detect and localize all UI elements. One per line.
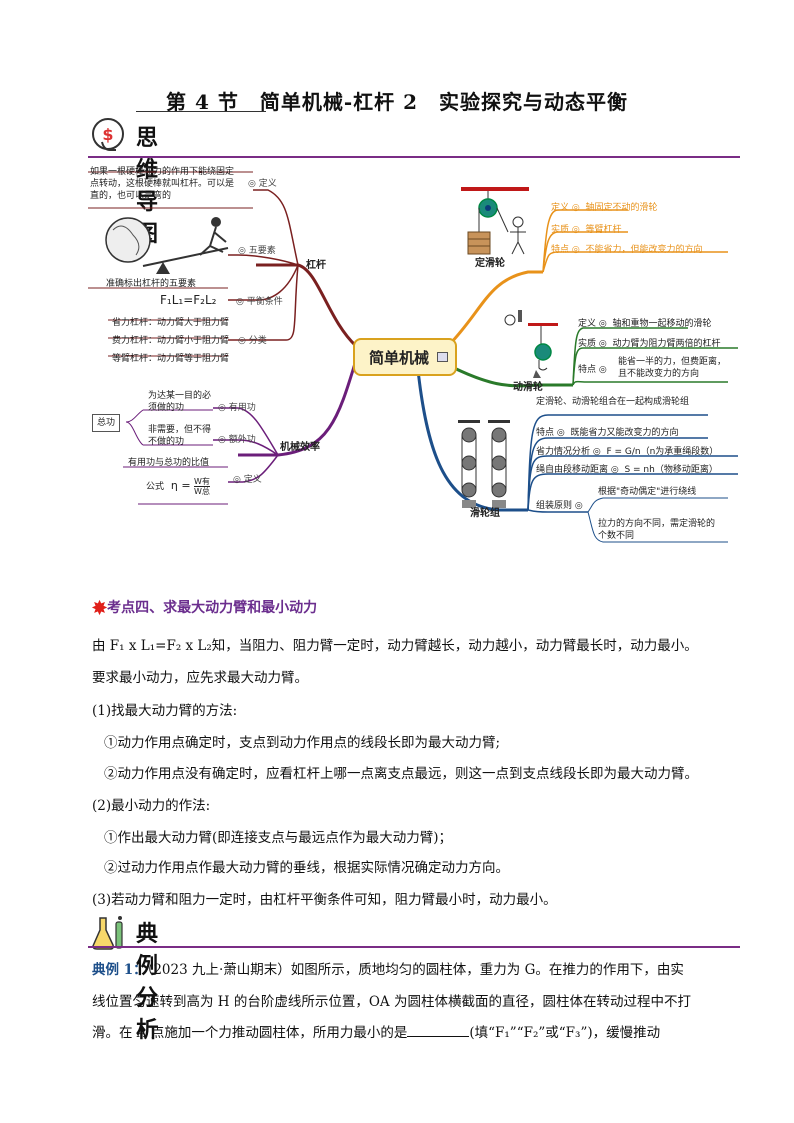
pulley-block-illustration xyxy=(458,420,510,508)
extra-work-text: 非需要，但不得不做的功 xyxy=(148,425,212,447)
keypoint-line-4: ①动力作用点确定时，支点到动力作用点的线段长即为最大动力臂; xyxy=(104,735,501,751)
keypoint-line-9: (3)若动力臂和阻力一定时，由杠杆平衡条件可知，阻力臂最小时，动力最小。 xyxy=(92,892,557,908)
block-rule-key: 组装原则 ◎ xyxy=(536,501,583,511)
page-title: 第 4 节 简单机械-杠杆 2 实验探究与动态平衡 xyxy=(165,90,629,114)
brain-icon: $ xyxy=(92,118,124,151)
total-work: 总功 xyxy=(92,414,121,432)
example-line-2: 线位置匀速转到高为 H 的台阶虚线所示位置，OA 为圆柱体横截面的直径，圆柱体在… xyxy=(92,994,691,1010)
block-feature: 特点 ◎ 既能省力又能改变力的方向 xyxy=(536,428,679,438)
lever-five-label: ◎ 五要素 xyxy=(238,246,276,256)
fixed-item-1: 定义 ◎ 轴固定不动的滑轮 xyxy=(551,203,658,213)
useful-work-text: 为达某一目的必须做的功 xyxy=(148,391,212,413)
mind-map-branches xyxy=(88,171,738,543)
keypoint-line-5: ②动力作用点没有确定时，应看杠杆上哪一点离支点最远，则这一点到支点线段长即为最大… xyxy=(104,766,698,782)
note-icon xyxy=(437,352,448,362)
keypoint-line-2: 要求最小动力，应先求最大动力臂。 xyxy=(92,670,308,686)
example-line-1: 典例 1：（2023 九上·萧山期末）如图所示，质地均匀的圆柱体，重力为 G。在… xyxy=(92,962,684,978)
answer-blank[interactable] xyxy=(407,1024,470,1037)
balance-label: ◎ 平衡条件 xyxy=(236,297,283,307)
efficiency-branch-label: 机械效率 xyxy=(280,442,320,453)
efficiency-def-label: ◎ 定义 xyxy=(233,475,262,485)
lever-type-3: 等臂杠杆：动力臂等于阻力臂 xyxy=(112,354,230,364)
lever-types-label: ◎ 分类 xyxy=(238,336,267,346)
keypoint-title: ✸考点四、求最大动力臂和最小动力 xyxy=(92,598,318,619)
block-distance: 绳自由段移动距离 ◎ S = nh（物移动距离） xyxy=(536,465,718,475)
fixed-item-3: 特点 ◎ 不能省力，但能改变力的方向 xyxy=(551,245,703,255)
keypoint-line-8: ②过动力作用点作最大动力臂的垂线，根据实际情况确定动力方向。 xyxy=(104,860,509,876)
keypoint-line-6: (2)最小动力的作法: xyxy=(92,798,211,814)
block-definition: 定滑轮、动滑轮组合在一起构成滑轮组 xyxy=(536,397,690,407)
lever-branch-label: 杠杆 xyxy=(306,260,326,271)
center-node-label: 简单机械 xyxy=(369,349,430,367)
balance-formula: F₁L₁=F₂L₂ xyxy=(160,293,217,307)
movable-item-2: 实质 ◎ 动力臂为阻力臂两倍的杠杆 xyxy=(578,339,721,349)
extra-work-label: ◎ 额外功 xyxy=(218,435,256,445)
example-section-title: 典例分析 xyxy=(136,922,159,1043)
lever-definition-label: ◎ 定义 xyxy=(248,179,277,189)
movable-item-1: 定义 ◎ 轴和重物一起移动的滑轮 xyxy=(578,319,712,329)
star-icon: ✸ xyxy=(92,598,108,619)
movable-pulley-label: 动滑轮 xyxy=(513,382,543,393)
example-line-3: 滑。在 A 点施加一个力推动圆柱体，所用力最小的是(填“F₁”“F₂”或“F₃”… xyxy=(92,1024,661,1041)
keypoint-line-3: (1)找最大动力臂的方法: xyxy=(92,703,238,719)
center-node: 简单机械 xyxy=(353,338,457,376)
example-divider xyxy=(88,946,740,948)
block-force: 省力情况分析 ◎ F = G/n（n为承重绳段数） xyxy=(536,447,719,457)
block-rule-1: 根据"奇动偶定"进行绕线 xyxy=(598,487,697,497)
pulley-block-label: 滑轮组 xyxy=(470,508,500,519)
lever-illustration xyxy=(105,217,229,274)
mindmap-divider xyxy=(88,156,740,158)
movable-item-3-value: 能省一半的力，但费距离，且不能改变力的方向 xyxy=(618,357,727,379)
fixed-pulley-illustration xyxy=(461,187,529,255)
efficiency-fraction: W有 W总 xyxy=(194,477,210,496)
useful-work-label: ◎ 有用功 xyxy=(218,403,256,413)
block-rule-2: 拉力的方向不同，需定滑轮的个数不同 xyxy=(598,519,716,541)
efficiency-ratio-text: 有用功与总功的比值 xyxy=(128,458,210,468)
svg-text:$: $ xyxy=(102,125,113,144)
lever-type-1: 省力杠杆：动力臂大于阻力臂 xyxy=(112,318,230,328)
efficiency-formula: 公式 η = xyxy=(146,479,191,493)
fixed-item-2: 实质 ◎ 等臂杠杆 xyxy=(551,225,622,235)
movable-item-3-key: 特点 ◎ xyxy=(578,365,607,375)
flask-icon xyxy=(92,916,123,950)
lever-type-2: 费力杠杆：动力臂小于阻力臂 xyxy=(112,336,230,346)
lever-five-caption: 准确标出杠杆的五要素 xyxy=(106,279,197,289)
fixed-pulley-label: 定滑轮 xyxy=(475,258,505,269)
lever-definition-text: 如果一根硬棒在力的作用下能绕固定点转动，这根硬棒就叫杠杆。可以是直的，也可以是弯… xyxy=(90,167,235,201)
keypoint-line-1: 由 F₁ x L₁=F₂ x L₂知，当阻力、阻力臂一定时，动力臂越长，动力越小… xyxy=(92,638,698,654)
mind-map: 简单机械 如果一根硬棒在力的作用下能绕固定点转动，这根硬棒就叫杠杆。可以是直的，… xyxy=(88,160,740,580)
movable-pulley-illustration xyxy=(504,310,558,378)
keypoint-line-7: ①作出最大动力臂(即连接支点与最远点作为最大动力臂)； xyxy=(104,830,453,846)
